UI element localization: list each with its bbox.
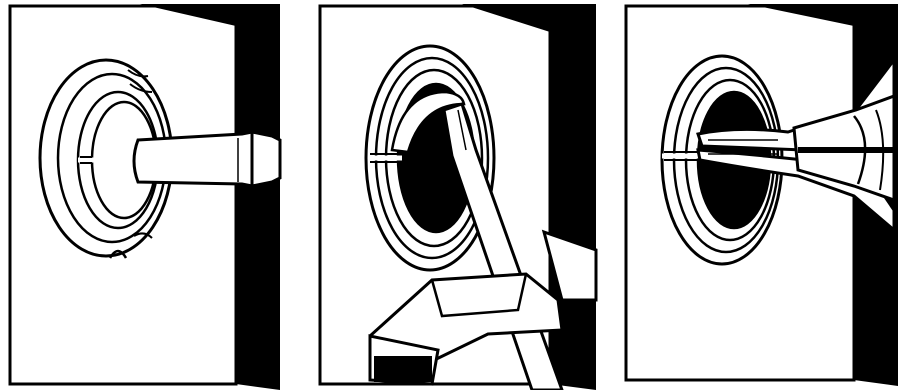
flat-screwdriver-icon <box>134 132 280 186</box>
step-2-panel <box>312 0 602 390</box>
step-1-panel <box>0 0 290 390</box>
step-3-panel <box>618 0 901 390</box>
